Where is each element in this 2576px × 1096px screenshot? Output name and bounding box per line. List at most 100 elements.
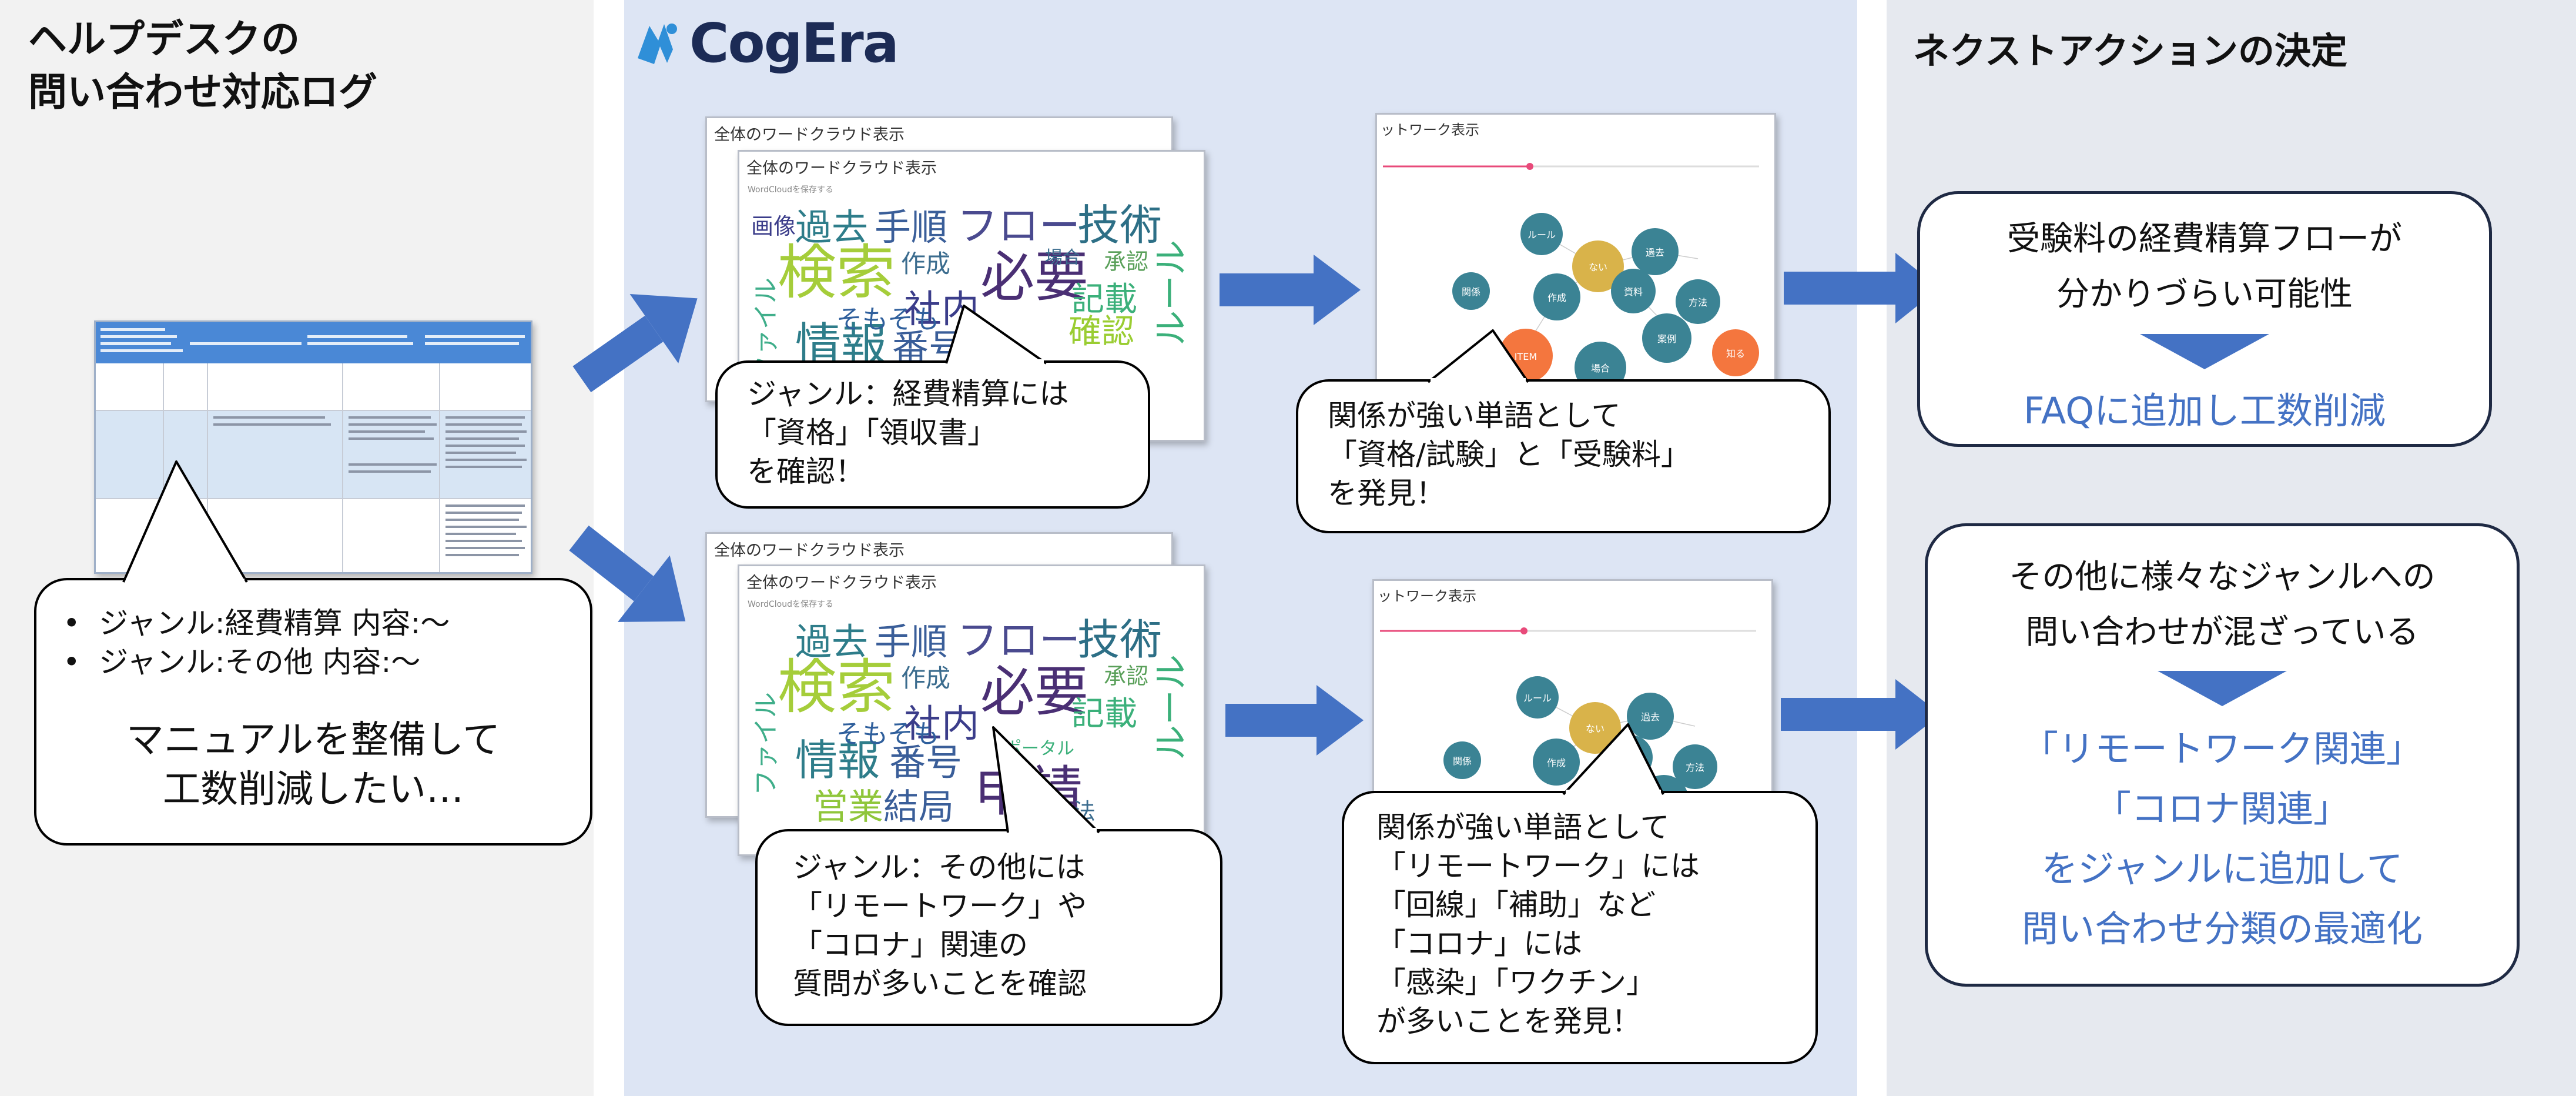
- network-node: 知る: [1726, 348, 1745, 359]
- cloud-word: 番号: [889, 741, 962, 784]
- action-box-1-line2: 分かりづらい可能性: [2056, 275, 2353, 313]
- cloud-word: 作成: [901, 249, 950, 278]
- cloud-word: ルール: [1151, 240, 1192, 346]
- left-heading-line2: 問い合わせ対応ログ: [28, 69, 377, 115]
- wordcloud-card-bottom: 全体のワードクラウド表示 WordCloudを保存する 過去 手順 フロー 技術…: [738, 564, 1205, 856]
- network-node: ない: [1589, 262, 1607, 273]
- wordcloud-title-back-bottom: 全体のワードクラウド表示: [714, 542, 905, 560]
- cloud-word: そもそも: [836, 305, 939, 335]
- cogera-logo: CogEra: [632, 12, 899, 75]
- bubble-line: 「回線」「補助」など: [1376, 888, 1656, 922]
- bubble-line: が多いことを発見！: [1376, 1004, 1641, 1038]
- right-heading: ネクストアクションの決定: [1913, 29, 2348, 72]
- cloud-word: 必要: [980, 660, 1088, 723]
- bubble-line: 「コロナ」には: [1376, 927, 1582, 961]
- wordcloud-title-bottom: 全体のワードクラウド表示: [746, 574, 937, 592]
- bubble-line: を確認！: [747, 455, 865, 489]
- cloud-word: 手順: [875, 206, 947, 249]
- action-box-2-result1: 「リモートワーク関連」: [2021, 727, 2423, 770]
- arrow-network-to-action-bottom: [1781, 679, 1941, 750]
- cloud-word: フロー: [957, 616, 1080, 664]
- left-bubble-tail: [122, 460, 248, 583]
- bubble-main-line1: マニュアルを整備して: [126, 719, 501, 762]
- wordcloud-bottom-bubble-tail: [992, 726, 1100, 834]
- network-node: 関係: [1462, 286, 1480, 298]
- network-bottom-bubble-tail: [1562, 723, 1664, 796]
- network-node: ルール: [1523, 693, 1552, 704]
- wordcloud-save-link-bottom[interactable]: WordCloudを保存する: [748, 600, 833, 609]
- cloud-word: 過去: [795, 206, 868, 249]
- left-heading-line1: ヘルプデスクの: [28, 16, 300, 62]
- bubble-line: 質問が多いことを確認: [793, 967, 1087, 1001]
- bubble-line: 「感染」「ワクチン」: [1376, 965, 1656, 1000]
- arrow-wordcloud-to-network-bottom: [1225, 685, 1364, 756]
- log-spreadsheet-thumbnail: [94, 320, 532, 574]
- bubble-line: 関係が強い単語として: [1376, 810, 1670, 844]
- bubble-main-line2: 工数削減したい…: [163, 768, 464, 811]
- network-bottom-insight-bubble: 関係が強い単語として 「リモートワーク」には 「回線」「補助」など 「コロナ」に…: [1342, 791, 1818, 1064]
- network-node: 過去: [1641, 711, 1660, 723]
- action-box-2-line1: その他に様々なジャンルへの: [2009, 558, 2436, 596]
- cloud-word: 確認: [1068, 313, 1134, 351]
- wordcloud-save-link-top[interactable]: WordCloudを保存する: [748, 185, 833, 195]
- bubble-bullet-1-text: ジャンル:経費精算 内容:〜: [99, 606, 450, 640]
- network-top-insight-bubble: 関係が強い単語として 「資格/試験」と「受験料」 を発見！: [1296, 379, 1831, 533]
- left-request-bubble: • ジャンル:経費精算 内容:〜 • ジャンル:その他 内容:〜 マニュアルを整…: [34, 578, 592, 846]
- bubble-line: 「リモートワーク」には: [1376, 849, 1700, 883]
- network-node: ITEM: [1515, 351, 1537, 362]
- arrow-log-to-wordcloud-top: [572, 293, 698, 393]
- network-node: 案例: [1657, 333, 1676, 345]
- bubble-bullet-1: • ジャンル:経費精算 内容:〜: [63, 606, 450, 640]
- wordcloud-top-bubble-tail: [945, 305, 1047, 365]
- cogera-logo-icon: [638, 23, 677, 64]
- wordcloud-title-back-top: 全体のワードクラウド表示: [714, 126, 905, 144]
- action-box-1-result: FAQに追加し工数削減: [2023, 389, 2386, 432]
- cloud-word: 情報: [795, 736, 880, 785]
- network-node: 関係: [1453, 756, 1472, 767]
- wordcloud-bottom: 過去 手順 フロー 技術 検索 作成 必要 社内 情報 番号 記載 そもそも 営…: [751, 615, 1192, 828]
- action-box-1-line1: 受験料の経費精算フローが: [2007, 220, 2402, 258]
- left-heading: ヘルプデスクの 問い合わせ対応ログ: [28, 13, 377, 119]
- cloud-word: 手順: [875, 620, 947, 663]
- network-node: 資料: [1624, 286, 1643, 298]
- bubble-line: 関係が強い単語として: [1328, 399, 1621, 433]
- action-box-1: 受験料の経費精算フローが 分かりづらい可能性 FAQに追加し工数削減: [1917, 191, 2492, 447]
- cloud-word: フロー: [957, 202, 1080, 250]
- wordcloud-title-top: 全体のワードクラウド表示: [746, 159, 937, 178]
- down-triangle-icon: [2158, 671, 2287, 706]
- wordcloud-top-insight-bubble: ジャンル：経費精算には 「資格」「領収書」 を確認！: [715, 360, 1150, 509]
- cloud-word: 検索: [778, 238, 895, 307]
- cloud-word: 承認: [1104, 249, 1148, 275]
- network-node: ルール: [1527, 229, 1556, 240]
- cloud-word: 結局: [883, 787, 954, 828]
- cloud-word: 技術: [1077, 615, 1162, 664]
- bubble-line: 「資格」「領収書」: [747, 416, 997, 450]
- action-box-2: その他に様々なジャンルへの 問い合わせが混ざっている 「リモートワーク関連」 「…: [1925, 523, 2520, 987]
- bubble-bullet-2-text: ジャンル:その他 内容:〜: [99, 645, 421, 679]
- cloud-word: 検索: [778, 653, 895, 721]
- bubble-bullet-2: • ジャンル:その他 内容:〜: [63, 645, 421, 679]
- action-box-2-result3: をジャンルに追加して: [2041, 847, 2403, 890]
- cloud-word: ルール: [1151, 654, 1192, 760]
- cloud-word: 記載: [1071, 280, 1137, 319]
- network-node: 作成: [1547, 757, 1566, 768]
- cloud-word: 承認: [1104, 663, 1148, 689]
- down-triangle-icon: [2140, 334, 2269, 369]
- bubble-line: 「資格/試験」と「受験料」: [1328, 437, 1690, 472]
- network-node: 方法: [1689, 297, 1707, 308]
- cloud-word: 必要: [980, 246, 1088, 309]
- cloud-word: 営業: [813, 787, 883, 828]
- network-node: 場合: [1591, 363, 1610, 374]
- cloud-word: 過去: [795, 620, 868, 663]
- network-top-bubble-tail: [1427, 329, 1529, 383]
- spreadsheet-grid: [96, 322, 531, 572]
- bubble-line: ジャンル：その他には: [793, 850, 1086, 884]
- cloud-word: ファイル: [751, 692, 781, 796]
- bubble-line: 「コロナ」関連の: [793, 928, 1028, 962]
- cloud-word: 記載: [1071, 695, 1137, 733]
- wordcloud-bottom-insight-bubble: ジャンル：その他には 「リモートワーク」や 「コロナ」関連の 質問が多いことを確…: [755, 829, 1222, 1026]
- arrow-log-to-wordcloud-bottom: [569, 525, 686, 622]
- action-box-2-result4: 問い合わせ分類の最適化: [2021, 907, 2423, 950]
